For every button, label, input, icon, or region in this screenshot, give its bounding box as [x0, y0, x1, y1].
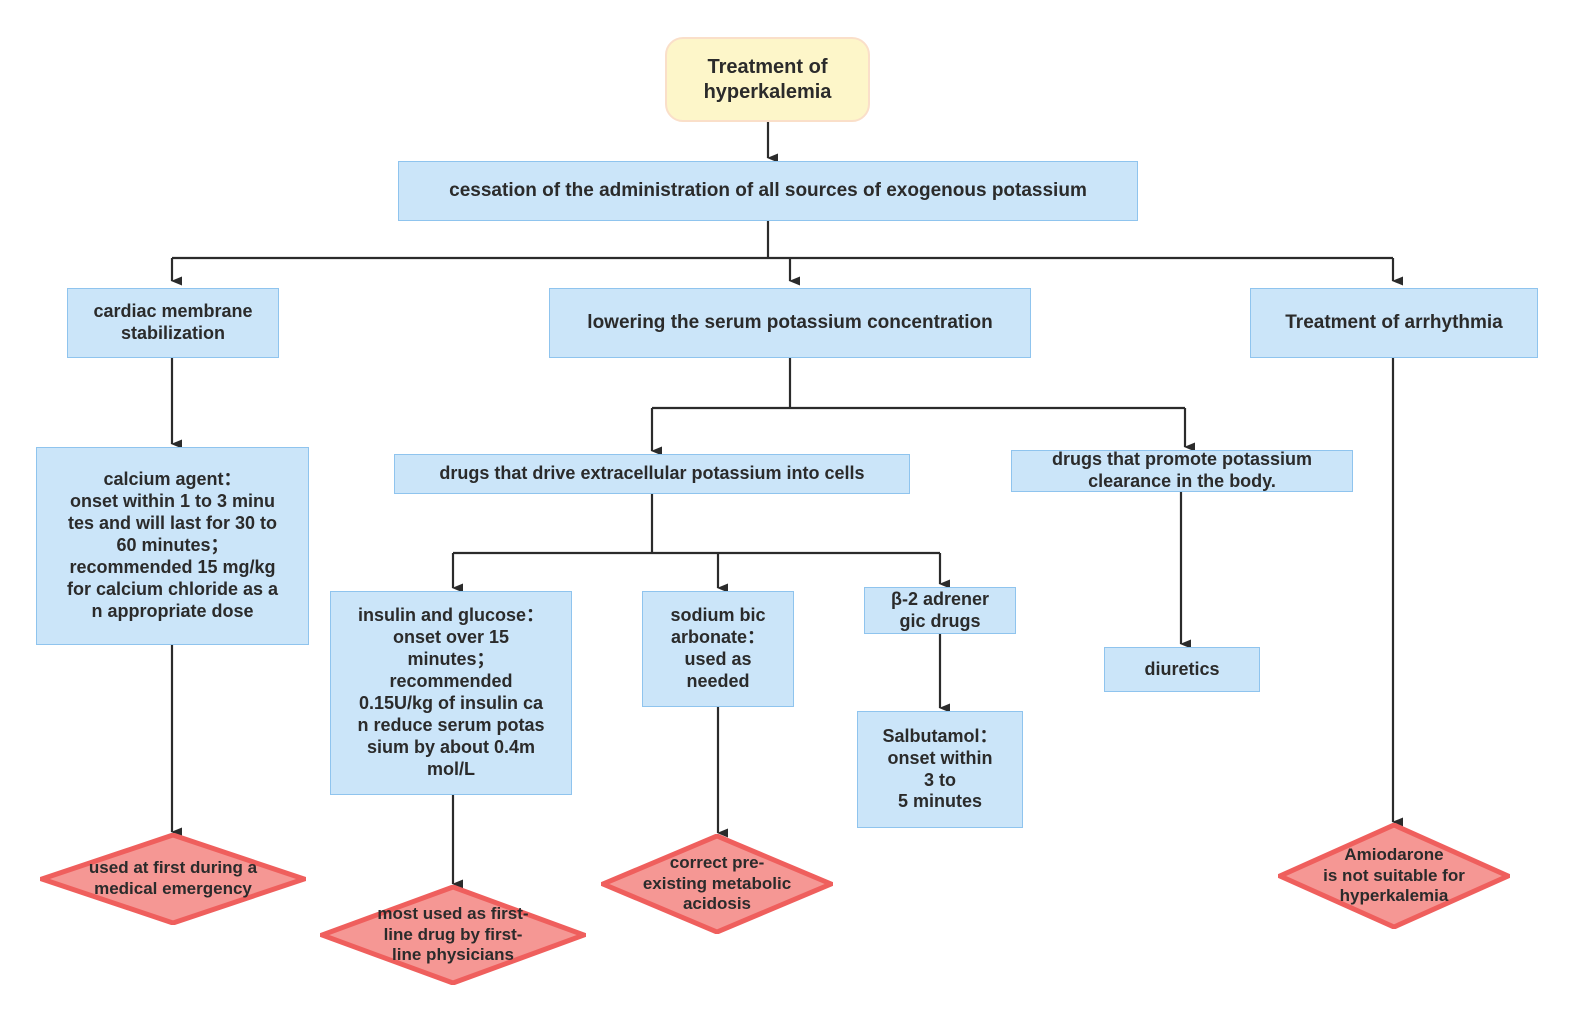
node-root-treatment-of-hyperkalemia[interactable]: Treatment of hyperkalemia — [665, 37, 870, 122]
node-cessation-of-potassium[interactable]: cessation of the administration of all s… — [398, 161, 1138, 221]
node-salbutamol[interactable]: Salbutamol： onset within 3 to 5 minutes — [857, 711, 1023, 828]
node-drugs-drive-potassium-into-cells[interactable]: drugs that drive extracellular potassium… — [394, 454, 910, 494]
diamond-shape — [601, 834, 833, 934]
node-cardiac-membrane-stabilization[interactable]: cardiac membrane stabilization — [67, 288, 279, 358]
node-drugs-promote-potassium-clearance[interactable]: drugs that promote potassium clearance i… — [1011, 449, 1353, 492]
diamond-shape — [320, 885, 586, 985]
node-label: used at first during a medical emergency — [88, 858, 258, 898]
node-correct-metabolic-acidosis[interactable]: correct pre- existing metabolic acidosis — [601, 834, 833, 934]
node-calcium-agent[interactable]: calcium agent： onset within 1 to 3 minu … — [36, 447, 309, 645]
node-insulin-and-glucose[interactable]: insulin and glucose： onset over 15 minut… — [330, 591, 572, 795]
node-lowering-serum-potassium[interactable]: lowering the serum potassium concentrati… — [549, 288, 1031, 358]
diamond-shape — [40, 833, 306, 925]
node-most-used-first-line-drug[interactable]: most used as first- line drug by first- … — [320, 885, 586, 985]
node-label: Amiodarone is not suitable for hyperkale… — [1323, 844, 1465, 906]
node-amiodarone-not-suitable[interactable]: Amiodarone is not suitable for hyperkale… — [1278, 823, 1510, 929]
node-treatment-of-arrhythmia[interactable]: Treatment of arrhythmia — [1250, 288, 1538, 358]
diamond-shape — [1278, 823, 1510, 929]
node-label: correct pre- existing metabolic acidosis — [642, 852, 792, 914]
node-used-at-first-medical-emergency[interactable]: used at first during a medical emergency — [40, 833, 306, 925]
node-sodium-bicarbonate[interactable]: sodium bic arbonate： used as needed — [642, 591, 794, 707]
node-label: most used as first- line drug by first- … — [377, 903, 529, 965]
node-diuretics[interactable]: diuretics — [1104, 647, 1260, 692]
node-beta2-adrenergic-drugs[interactable]: β-2 adrener gic drugs — [864, 587, 1016, 634]
